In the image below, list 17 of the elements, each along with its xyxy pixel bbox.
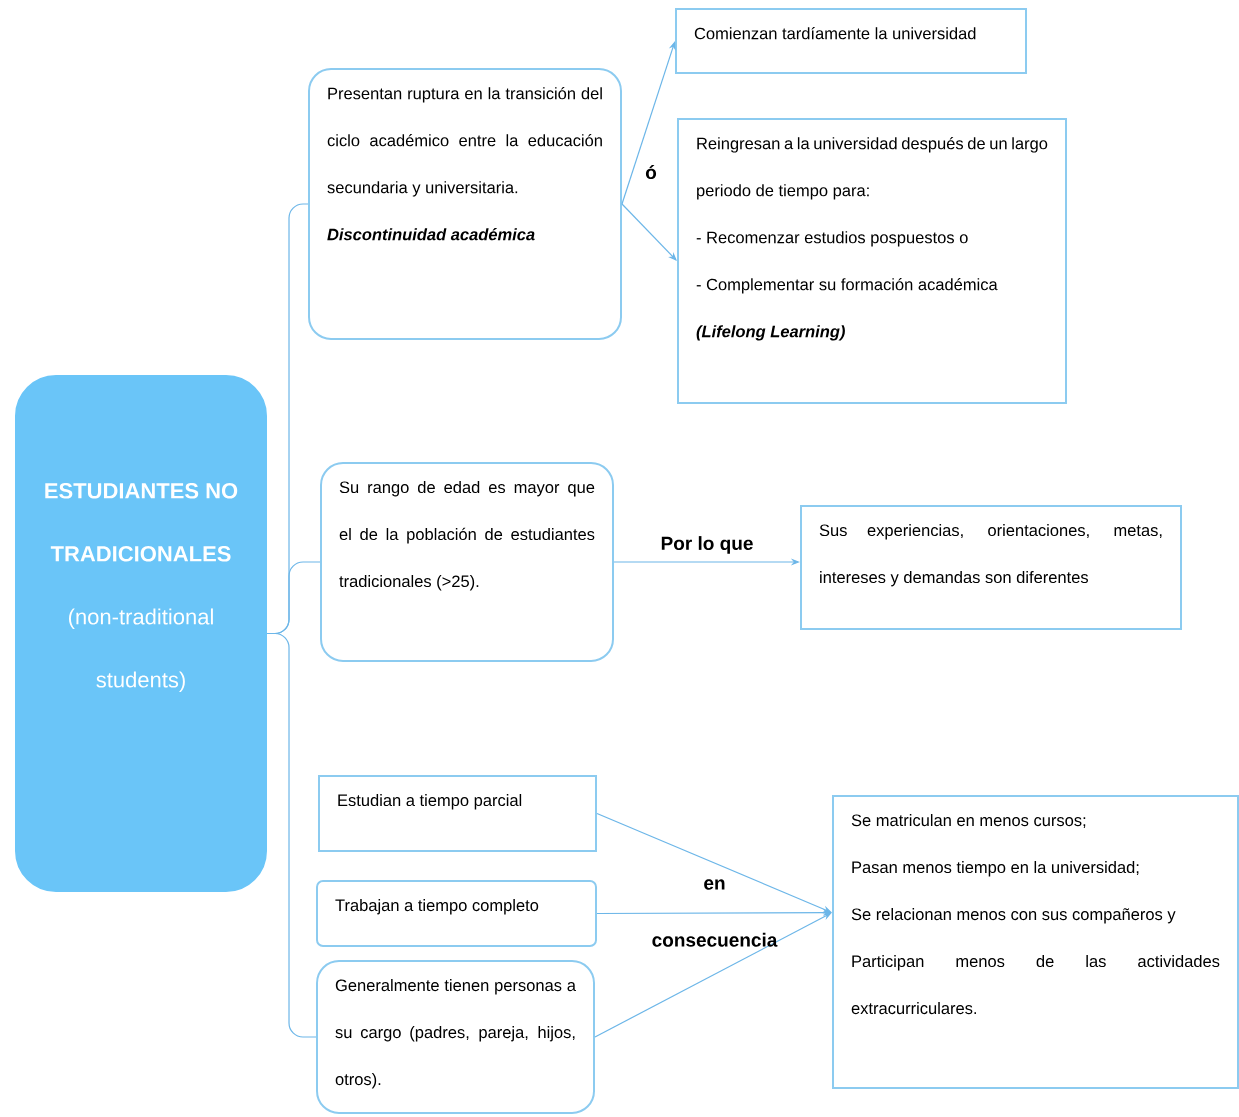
connector-word: ó — [645, 164, 657, 180]
concept-box: Generalmente tienen personas a su cargo (padres, pareja, hijos, otros). — [316, 960, 595, 1114]
concept-box: Sus experiencias, orientaciones, metas, intereses y demandas son diferentes — [800, 505, 1182, 630]
edge-label: en consecuencia — [652, 879, 778, 947]
concept-box: Se matriculan en menos cursos; Pasan menos tiempo en la universidad; Se relacionan menos con sus compañeros y Participan menos de las actividades extracurriculares. — [832, 795, 1239, 1089]
connector-line — [266, 632, 317, 1038]
concept-box: Trabajan a tiempo completo — [316, 880, 597, 947]
concept-box: Su rango de edad es mayor que el de la población de estudiantes tradicionales (>25). — [320, 462, 614, 662]
topic-box: ESTUDIANTES NO TRADICIONALES (non-traditional students) — [15, 375, 267, 892]
arrow — [594, 912, 832, 1038]
edge-label: Por lo que — [661, 536, 753, 554]
concept-box: Comienzan tardíamente la universidad — [675, 8, 1027, 74]
arrow — [621, 203, 677, 261]
arrow — [596, 812, 832, 913]
concept-box: Reingresan a la universidad después de un largo periodo de tiempo para: - Recomenzar estudios pospuestos o - Complementar su formación académica (Lifelong Learning) — [677, 118, 1067, 404]
concept-box: Estudian a tiempo parcial — [318, 775, 597, 852]
concept-box: Presentan ruptura en la transición del ciclo académico entre la educación secundaria y universitaria. Discontinuidad académica — [308, 68, 622, 340]
